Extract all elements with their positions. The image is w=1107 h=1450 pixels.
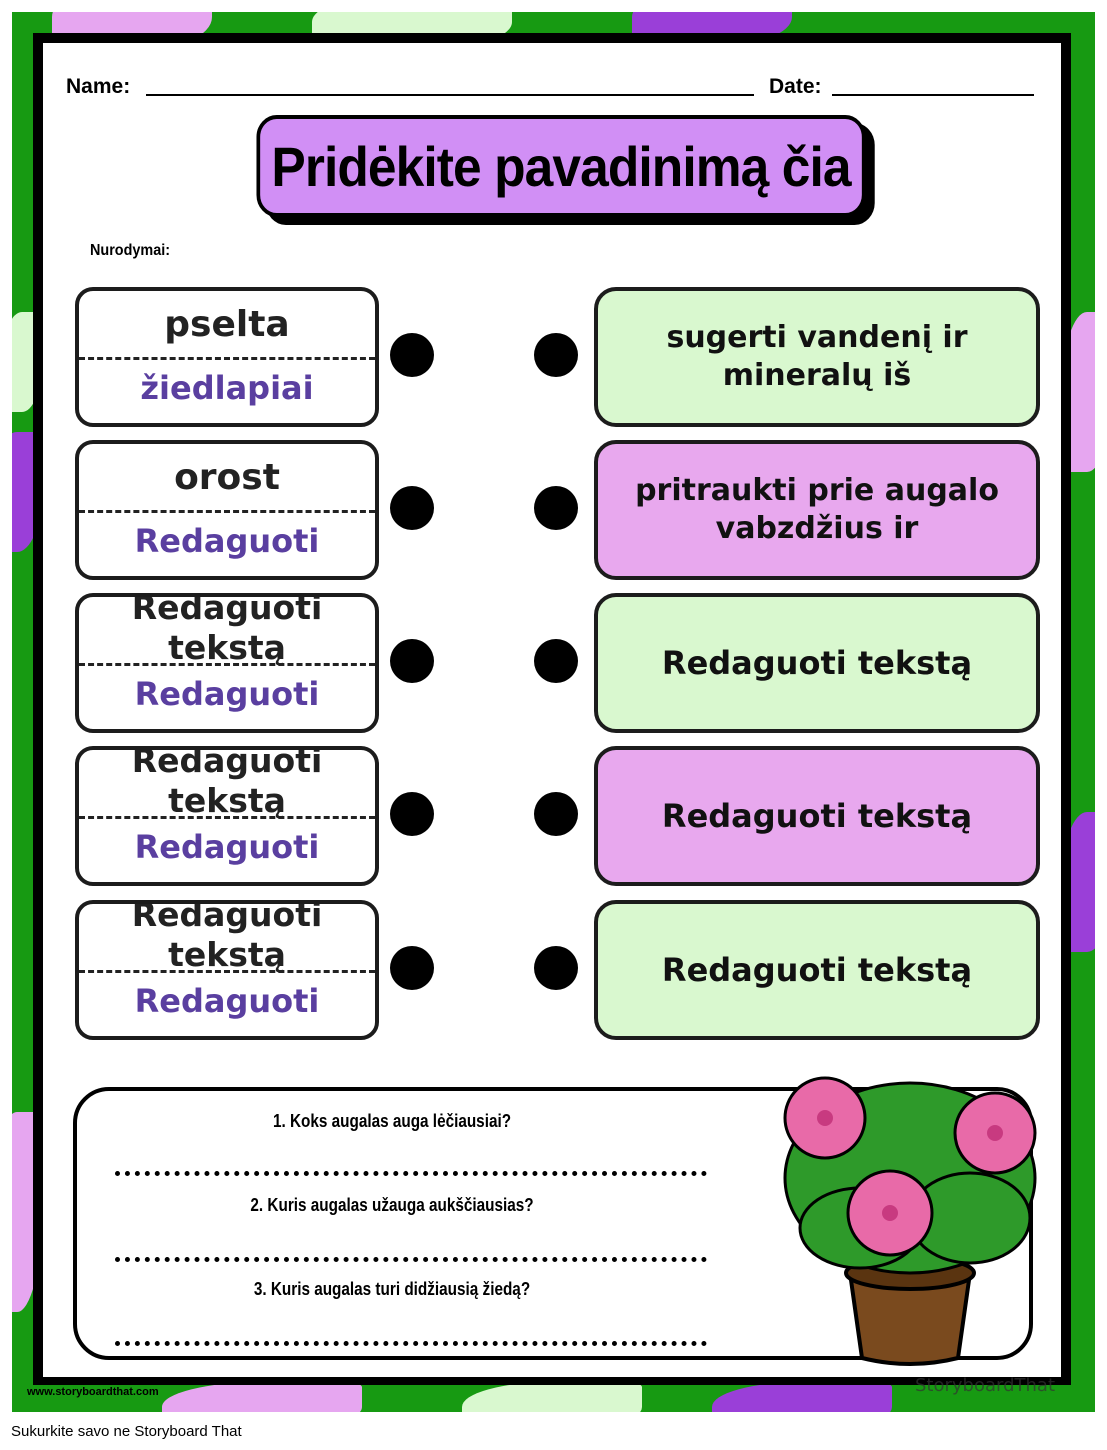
term-bottom-text: Redaguoti tekstą — [134, 828, 320, 866]
dashed-divider — [79, 510, 375, 513]
match-dot-right[interactable] — [534, 486, 578, 530]
date-field[interactable] — [832, 94, 1034, 96]
term-bottom-text: Redaguoti tekstą — [134, 675, 320, 713]
definition-text: Redaguoti tekstą — [661, 797, 973, 835]
term-card[interactable]: Redaguoti tekstą Redaguoti tekstą — [75, 593, 379, 733]
dashed-divider — [79, 816, 375, 819]
date-label: Date: — [769, 75, 822, 98]
definition-card[interactable]: Redaguoti tekstą — [594, 593, 1040, 733]
question-2: 2. Kuris augalas užauga aukščiausias? — [250, 1195, 534, 1215]
match-dot-right[interactable] — [534, 333, 578, 377]
definition-card[interactable]: sugerti vandenį ir mineralų iš — [594, 287, 1040, 427]
definition-card[interactable]: Redaguoti tekstą — [594, 900, 1040, 1040]
term-top-text: Redaguoti tekstą — [131, 593, 323, 667]
term-top-text: pselta — [164, 304, 290, 345]
match-dot-right[interactable] — [534, 639, 578, 683]
match-dot-left[interactable] — [390, 792, 434, 836]
footer-caption: Sukurkite savo ne Storyboard That — [11, 1423, 242, 1440]
term-top-text: orost — [174, 457, 280, 498]
term-bottom-text: žiedlapiai — [140, 369, 314, 407]
answer-line-3[interactable] — [115, 1341, 707, 1346]
question-1: 1. Koks augalas auga lėčiausiai? — [272, 1111, 512, 1131]
dashed-divider — [79, 970, 375, 973]
match-dot-right[interactable] — [534, 792, 578, 836]
term-top-text: Redaguoti tekstą — [131, 746, 323, 820]
question-3: 3. Kuris augalas turi didžiausią žiedą? — [253, 1279, 531, 1299]
definition-text: Redaguoti tekstą — [661, 644, 973, 682]
term-card[interactable]: orost Redaguoti tekstą — [75, 440, 379, 580]
term-card[interactable]: pselta žiedlapiai — [75, 287, 379, 427]
answer-line-1[interactable] — [115, 1171, 707, 1176]
term-bottom-text: Redaguoti tekstą — [134, 982, 320, 1020]
match-dot-left[interactable] — [390, 486, 434, 530]
match-dot-left[interactable] — [390, 333, 434, 377]
term-card[interactable]: Redaguoti tekstą Redaguoti tekstą — [75, 900, 379, 1040]
answer-line-2[interactable] — [115, 1257, 707, 1262]
match-dot-right[interactable] — [534, 946, 578, 990]
term-card[interactable]: Redaguoti tekstą Redaguoti tekstą — [75, 746, 379, 886]
term-top-text: Redaguoti tekstą — [131, 900, 323, 974]
match-dot-left[interactable] — [390, 639, 434, 683]
dashed-divider — [79, 357, 375, 360]
definition-text: pritraukti prie augalo vabzdžius ir — [635, 473, 999, 546]
instructions-label: Nurodymai: — [90, 242, 171, 259]
name-field[interactable] — [146, 94, 754, 96]
match-dot-left[interactable] — [390, 946, 434, 990]
definition-card[interactable]: Redaguoti tekstą — [594, 746, 1040, 886]
flower-pot-illustration — [783, 1076, 1037, 1366]
dashed-divider — [79, 663, 375, 666]
website-text: www.storyboardthat.com — [27, 1386, 159, 1398]
name-label: Name: — [66, 75, 131, 98]
page-title[interactable]: Pridėkite pavadinimą čia — [256, 115, 866, 217]
definition-text: Redaguoti tekstą — [661, 951, 973, 989]
definition-card[interactable]: pritraukti prie augalo vabzdžius ir — [594, 440, 1040, 580]
definition-text: sugerti vandenį ir mineralų iš — [666, 320, 968, 393]
term-bottom-text: Redaguoti tekstą — [134, 522, 320, 560]
storyboardthat-logo: StoryboardThat — [915, 1375, 1056, 1396]
